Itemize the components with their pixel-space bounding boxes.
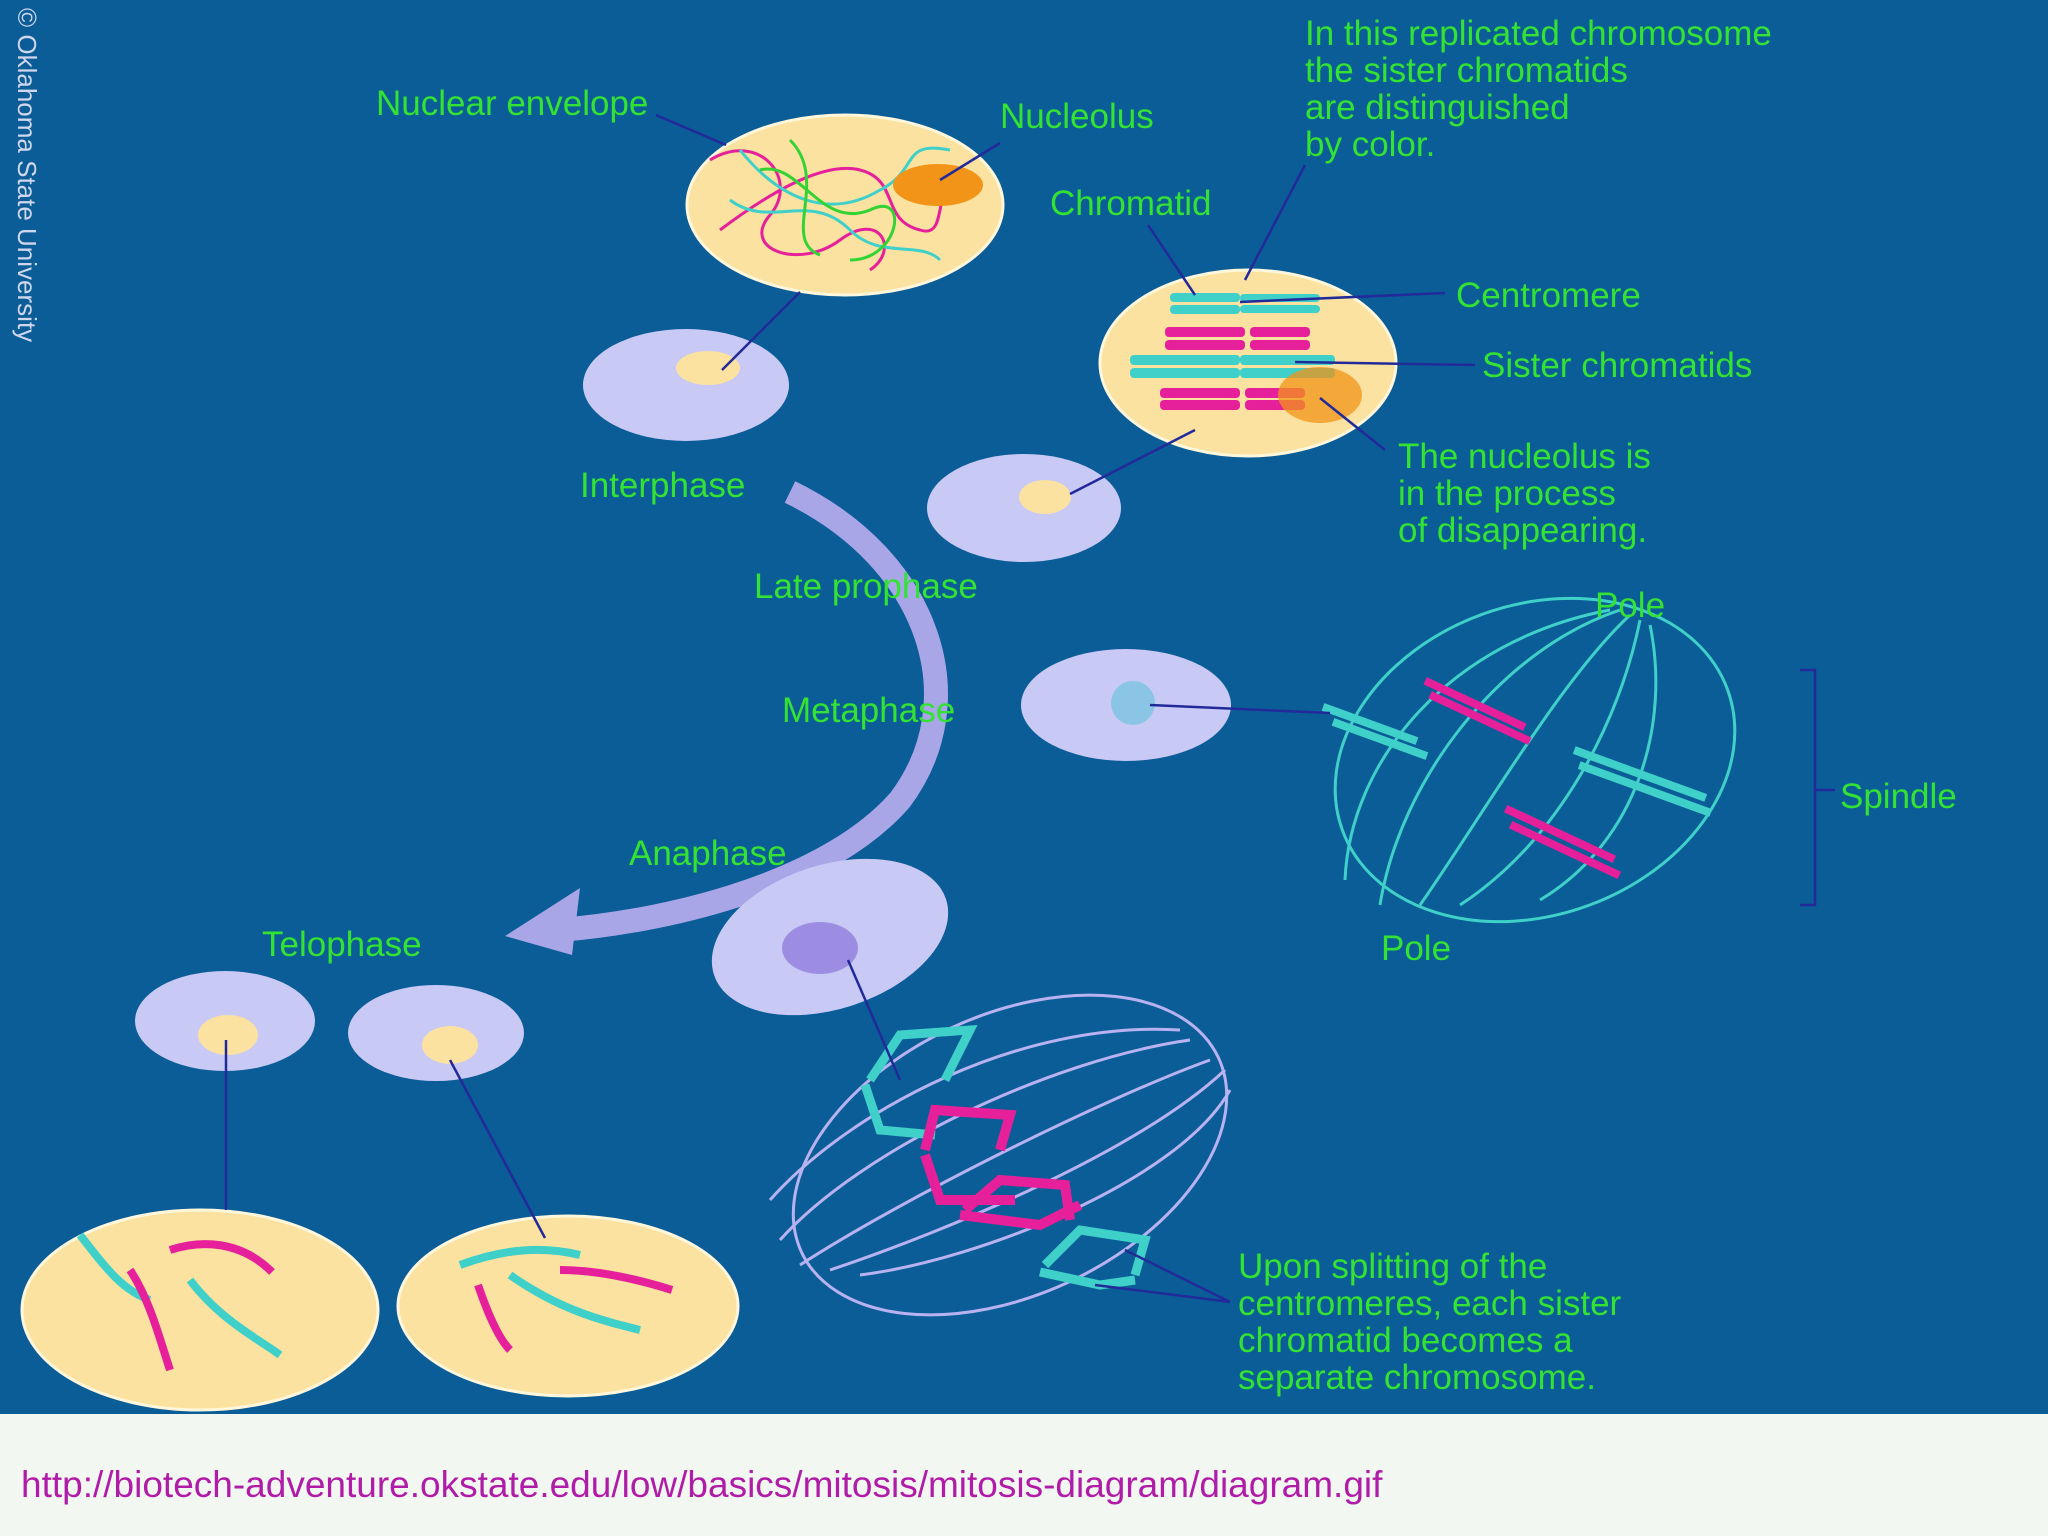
svg-text:separate chromosome.: separate chromosome. (1238, 1358, 1596, 1397)
label-chromatid: Chromatid (1050, 184, 1211, 223)
svg-text:in the process: in the process (1398, 474, 1616, 513)
footer (0, 1414, 2048, 1536)
label-metaphase: Metaphase (782, 691, 955, 730)
interphase-nucleus-detail (685, 113, 1005, 297)
cycle-arrow (559, 481, 948, 942)
source-url-link[interactable]: http://biotech-adventure.okstate.edu/low… (21, 1464, 1383, 1505)
note-centromere-splitting: Upon splitting of the centromeres, each … (1238, 1247, 1622, 1397)
label-late-prophase: Late prophase (754, 567, 978, 606)
svg-text:Upon splitting of the: Upon splitting of the (1238, 1247, 1547, 1286)
telophase-nucleus-right (396, 1214, 740, 1398)
mitosis-diagram: © Oklahoma State University (0, 0, 2048, 1414)
prophase-nucleus-detail (1098, 268, 1398, 458)
metaphase-spindle (1321, 596, 1737, 924)
label-nuclear-envelope: Nuclear envelope (376, 84, 648, 123)
svg-text:The nucleolus is: The nucleolus is (1398, 437, 1651, 476)
disappearing-nucleolus (1278, 367, 1362, 423)
cycle-arrowhead (505, 888, 580, 955)
note-nucleolus-disappearing: The nucleolus is in the process of disap… (1398, 437, 1651, 550)
label-sister-chromatids: Sister chromatids (1482, 346, 1752, 385)
label-interphase: Interphase (580, 466, 745, 505)
label-spindle: Spindle (1840, 777, 1957, 816)
label-centromere: Centromere (1456, 276, 1641, 315)
svg-text:In this replicated chromosome: In this replicated chromosome (1305, 14, 1772, 53)
telophase-nucleus-left (20, 1208, 380, 1412)
leader-lines (224, 113, 1835, 1304)
label-pole-bottom: Pole (1381, 929, 1451, 968)
svg-text:the sister chromatids: the sister chromatids (1305, 51, 1628, 90)
label-pole-top: Pole (1595, 586, 1665, 625)
label-telophase: Telophase (262, 925, 422, 964)
anaphase-cell (711, 858, 949, 1016)
note-replicated-chromosome: In this replicated chromosome the sister… (1305, 14, 1772, 164)
label-nucleolus: Nucleolus (1000, 97, 1154, 136)
svg-text:chromatid becomes a: chromatid becomes a (1238, 1321, 1573, 1360)
metaphase-cell (1021, 649, 1231, 761)
label-anaphase: Anaphase (629, 834, 787, 873)
svg-text:by color.: by color. (1305, 125, 1435, 164)
anaphase-spindle (768, 993, 1232, 1317)
nucleolus (893, 164, 983, 206)
interphase-cell (583, 329, 789, 441)
prophase-cell (927, 454, 1121, 562)
copyright-text: © Oklahoma State University (12, 8, 42, 342)
telophase-cell-left (135, 971, 315, 1071)
svg-text:of disappearing.: of disappearing. (1398, 511, 1647, 550)
telophase-cell-right (348, 985, 524, 1081)
svg-text:are distinguished: are distinguished (1305, 88, 1570, 127)
svg-text:centromeres, each sister: centromeres, each sister (1238, 1284, 1622, 1323)
